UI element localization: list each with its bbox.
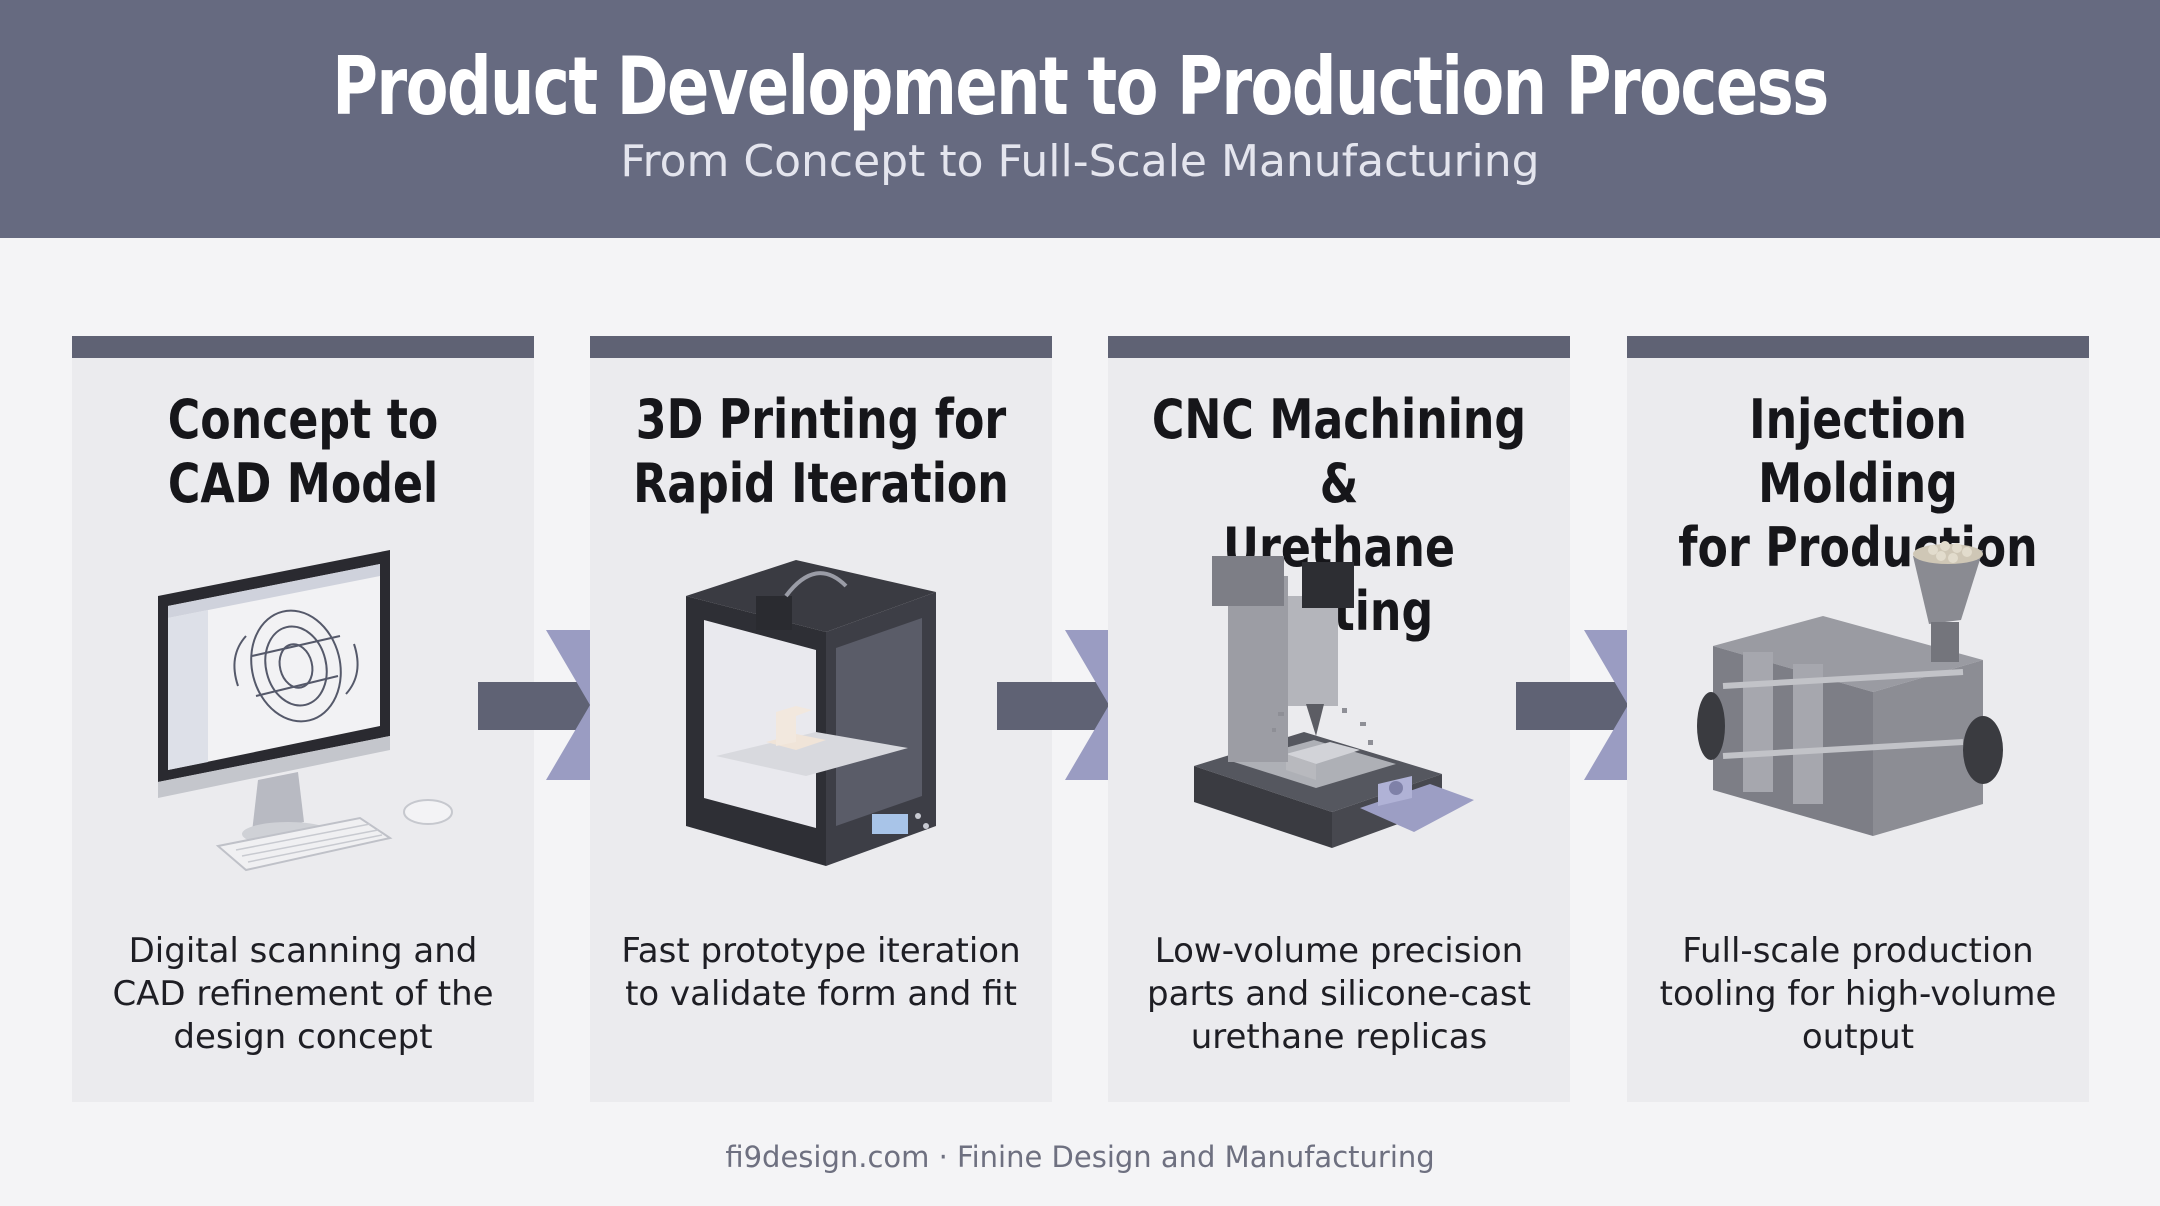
step-title: 3D Printing for Rapid Iteration xyxy=(633,388,1009,515)
step-card-concept: Concept to CAD Model Digital scanning an… xyxy=(72,336,534,1102)
step-description: Fast prototype iteration to validate for… xyxy=(621,931,1021,1014)
step-card-injection-molding: Injection Molding for Production Full-sc… xyxy=(1627,336,2089,1102)
step-description: Digital scanning and CAD refinement of t… xyxy=(112,931,494,1057)
footer-credit: fi9design.com · Finine Design and Manufa… xyxy=(725,1140,1435,1174)
card-top-bar xyxy=(1108,336,1570,358)
step-title: Injection Molding for Production xyxy=(1678,388,2038,579)
computer-cad-icon xyxy=(158,550,453,872)
3d-printer-icon xyxy=(686,560,936,866)
card-top-bar xyxy=(1627,336,2089,358)
step-description: Low-volume precision parts and silicone-… xyxy=(1147,931,1531,1057)
step-description: Full-scale production tooling for high-v… xyxy=(1659,931,2057,1057)
step-title: Concept to CAD Model xyxy=(167,388,439,515)
cnc-machine-icon xyxy=(1194,556,1474,848)
header-banner: Product Development to Production Proces… xyxy=(0,0,2160,238)
page-title: Product Development to Production Proces… xyxy=(332,40,1829,133)
card-top-bar xyxy=(590,336,1052,358)
step-card-cnc: CNC Machining & Urethane Casting Low-vol… xyxy=(1108,336,1570,1102)
page-subtitle: From Concept to Full-Scale Manufacturing xyxy=(620,136,1540,187)
card-top-bar xyxy=(72,336,534,358)
step-card-3d-printing: 3D Printing for Rapid Iteration Fast pro… xyxy=(590,336,1052,1102)
injection-molding-machine-icon xyxy=(1697,541,2003,836)
